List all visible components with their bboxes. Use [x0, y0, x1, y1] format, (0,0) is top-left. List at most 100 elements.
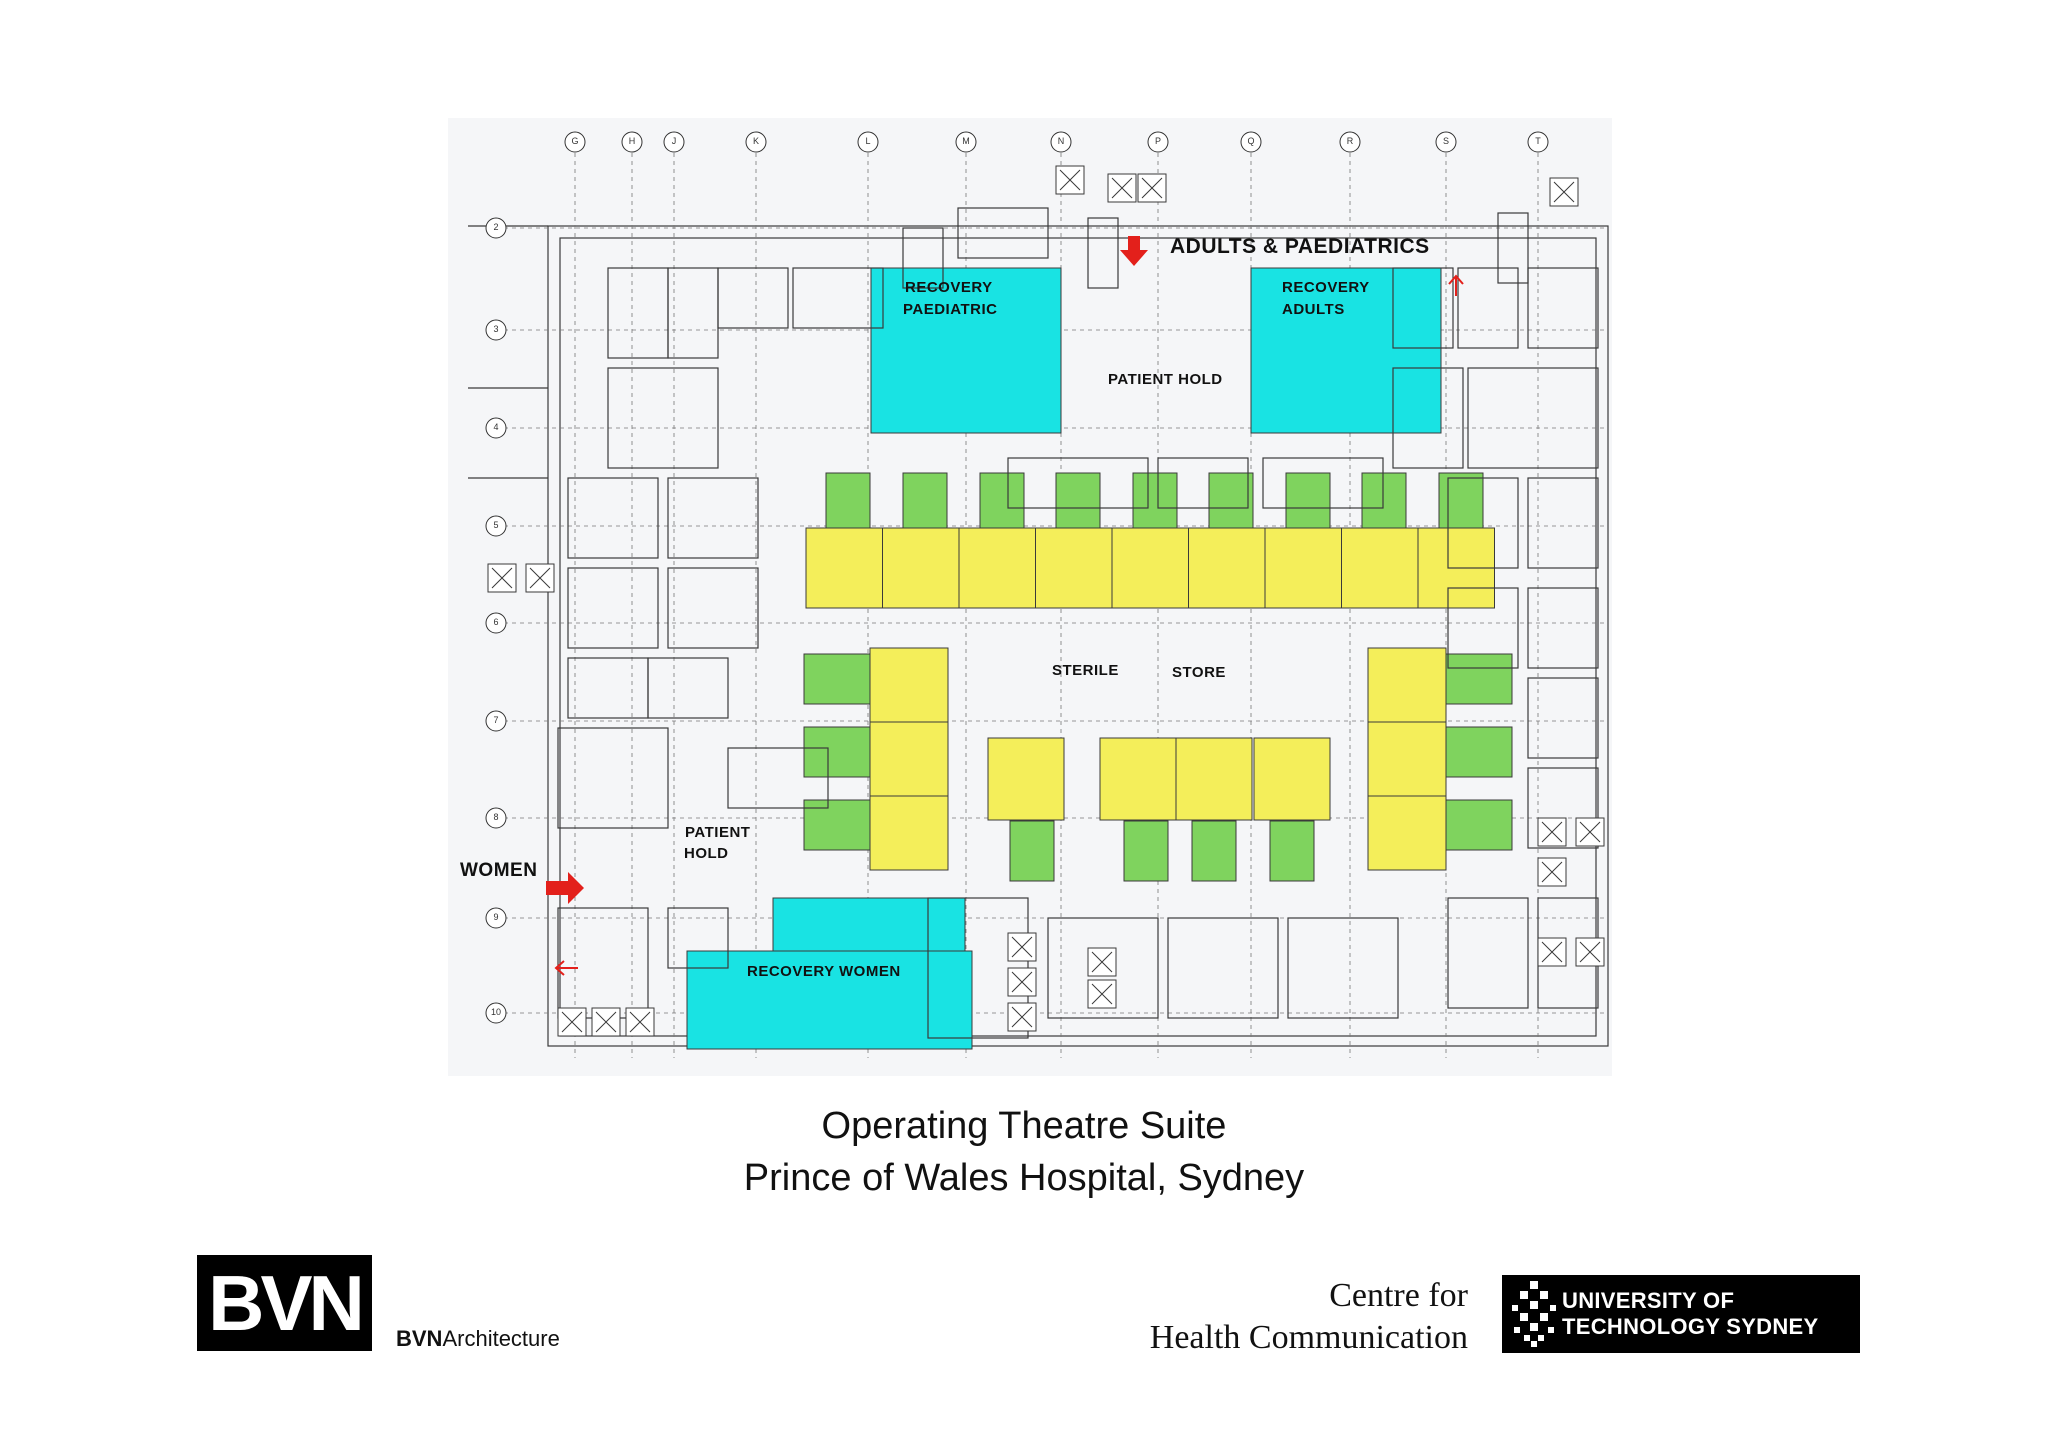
anaesthetic-room-top [902, 472, 948, 529]
anaesthetic-room-right [1445, 799, 1513, 851]
room-outline [567, 477, 659, 559]
room-outline [727, 747, 829, 809]
label-patient-hold-left-1: PATIENT [685, 824, 751, 841]
room-outline [667, 907, 729, 969]
lift-icon [525, 563, 555, 593]
lift-icon [591, 1007, 621, 1037]
room-outline [667, 567, 759, 649]
grid-row-tag: 6 [493, 617, 499, 627]
grid-column-tag: S [1442, 136, 1449, 146]
lift-icon [1537, 857, 1567, 887]
theatre-centre [1175, 737, 1253, 821]
grid-column-tag: P [1154, 136, 1161, 146]
theatre-top-row [1111, 527, 1189, 609]
room-outline [1527, 267, 1599, 349]
building-outline [547, 225, 1609, 1047]
lift-icon [1537, 937, 1567, 967]
theatre-left-wing [869, 795, 949, 871]
room-outline [557, 727, 669, 829]
theatre-top-row [958, 527, 1036, 609]
grid-bubble-column [663, 131, 685, 153]
exit-arrow-women-icon [554, 960, 578, 976]
grid-bubble-row [485, 319, 507, 341]
label-women: WOMEN [460, 860, 538, 881]
theatre-top-row [1035, 527, 1113, 609]
grid-column-tag: J [671, 136, 677, 146]
uts-logo: UNIVERSITY OF TECHNOLOGY SYDNEY [1502, 1275, 1860, 1353]
anaesthetic-room-top [1438, 472, 1484, 529]
room-outline [792, 267, 884, 329]
anaesthetic-room-centre [1191, 820, 1237, 882]
room-outline [1457, 267, 1519, 349]
grid-bubble-row [485, 807, 507, 829]
uts-line-2: TECHNOLOGY SYDNEY [1562, 1314, 1819, 1339]
room-outline [1157, 457, 1249, 509]
theatre-right-wing [1367, 647, 1447, 723]
grid-bubble-column [1050, 131, 1072, 153]
recovery-paediatric-area [870, 267, 1062, 434]
grid-bubble-column [745, 131, 767, 153]
lift-icon [1007, 1002, 1037, 1032]
grid-bubble-column [564, 131, 586, 153]
room-outline [1392, 367, 1464, 469]
label-recovery-paediatric-1: RECOVERY [905, 279, 993, 296]
anaesthetic-room-top [1208, 472, 1254, 529]
grid-lines-left [468, 225, 548, 479]
inner-wall [559, 237, 1597, 1037]
room-outline [1262, 457, 1384, 509]
grid-column-tag: M [962, 136, 970, 146]
floor-plan-drawing [468, 131, 1609, 1058]
theatre-top-row [1188, 527, 1266, 609]
centre-for-health-communication: Centre for Health Communication [1150, 1275, 1468, 1359]
grid-row-tag: 10 [490, 1007, 501, 1017]
lift-icon [1575, 817, 1605, 847]
lift-icon [1087, 947, 1117, 977]
anaesthetic-room-right [1445, 726, 1513, 778]
lift-icon [1087, 979, 1117, 1009]
grid-column-tag: Q [1247, 136, 1255, 146]
lift-icon [487, 563, 517, 593]
grid-row-tag: 8 [493, 812, 499, 822]
lift-icon [1137, 173, 1167, 203]
grid-column-tag: K [752, 136, 759, 146]
anaesthetic-room-top [1132, 472, 1178, 529]
exit-arrow-adults-icon [1448, 274, 1464, 296]
room-outline [1087, 217, 1119, 289]
grid-column-tag: T [1535, 136, 1541, 146]
theatre-left-wing [869, 721, 949, 797]
bvn-wordmark-bold: BVN [396, 1326, 443, 1351]
room-outline [567, 657, 649, 719]
theatre-left-wing [869, 647, 949, 723]
room-outline [957, 207, 1049, 259]
grid-column-tag: L [865, 136, 871, 146]
grid-bubble-row [485, 417, 507, 439]
theatre-top-row [1264, 527, 1342, 609]
lift-icon [1575, 937, 1605, 967]
anaesthetic-room-top [979, 472, 1025, 529]
room-outline [1467, 367, 1599, 469]
anaesthetic-room-top [1285, 472, 1331, 529]
anaesthetic-room-centre [1269, 820, 1315, 882]
bvn-logo: BVN [197, 1255, 372, 1351]
grid-bubble-column [955, 131, 977, 153]
room-outline [667, 477, 759, 559]
room-outline [1047, 917, 1159, 1019]
bvn-architecture-wordmark: BVNArchitecture [396, 1326, 560, 1352]
grid-bubble-row [485, 217, 507, 239]
chc-line-1: Centre for [1329, 1277, 1468, 1314]
grid-row-tag: 2 [493, 222, 499, 232]
recovery-adults-area [1250, 267, 1442, 434]
grid-bubble-column [1435, 131, 1457, 153]
theatre-right-wing [1367, 795, 1447, 871]
room-outline [607, 367, 719, 469]
room-outline [1167, 917, 1279, 1019]
room-outline [1447, 477, 1519, 569]
anaesthetic-room-left [803, 726, 871, 778]
uts-wordmark: UNIVERSITY OF TECHNOLOGY SYDNEY [1562, 1288, 1819, 1340]
recovery-women-bay [686, 950, 973, 1050]
room-outline [647, 657, 729, 719]
room-outline [1447, 897, 1529, 1009]
grid-column-tag: R [1346, 136, 1354, 146]
label-patient-hold-top: PATIENT HOLD [1108, 371, 1223, 388]
